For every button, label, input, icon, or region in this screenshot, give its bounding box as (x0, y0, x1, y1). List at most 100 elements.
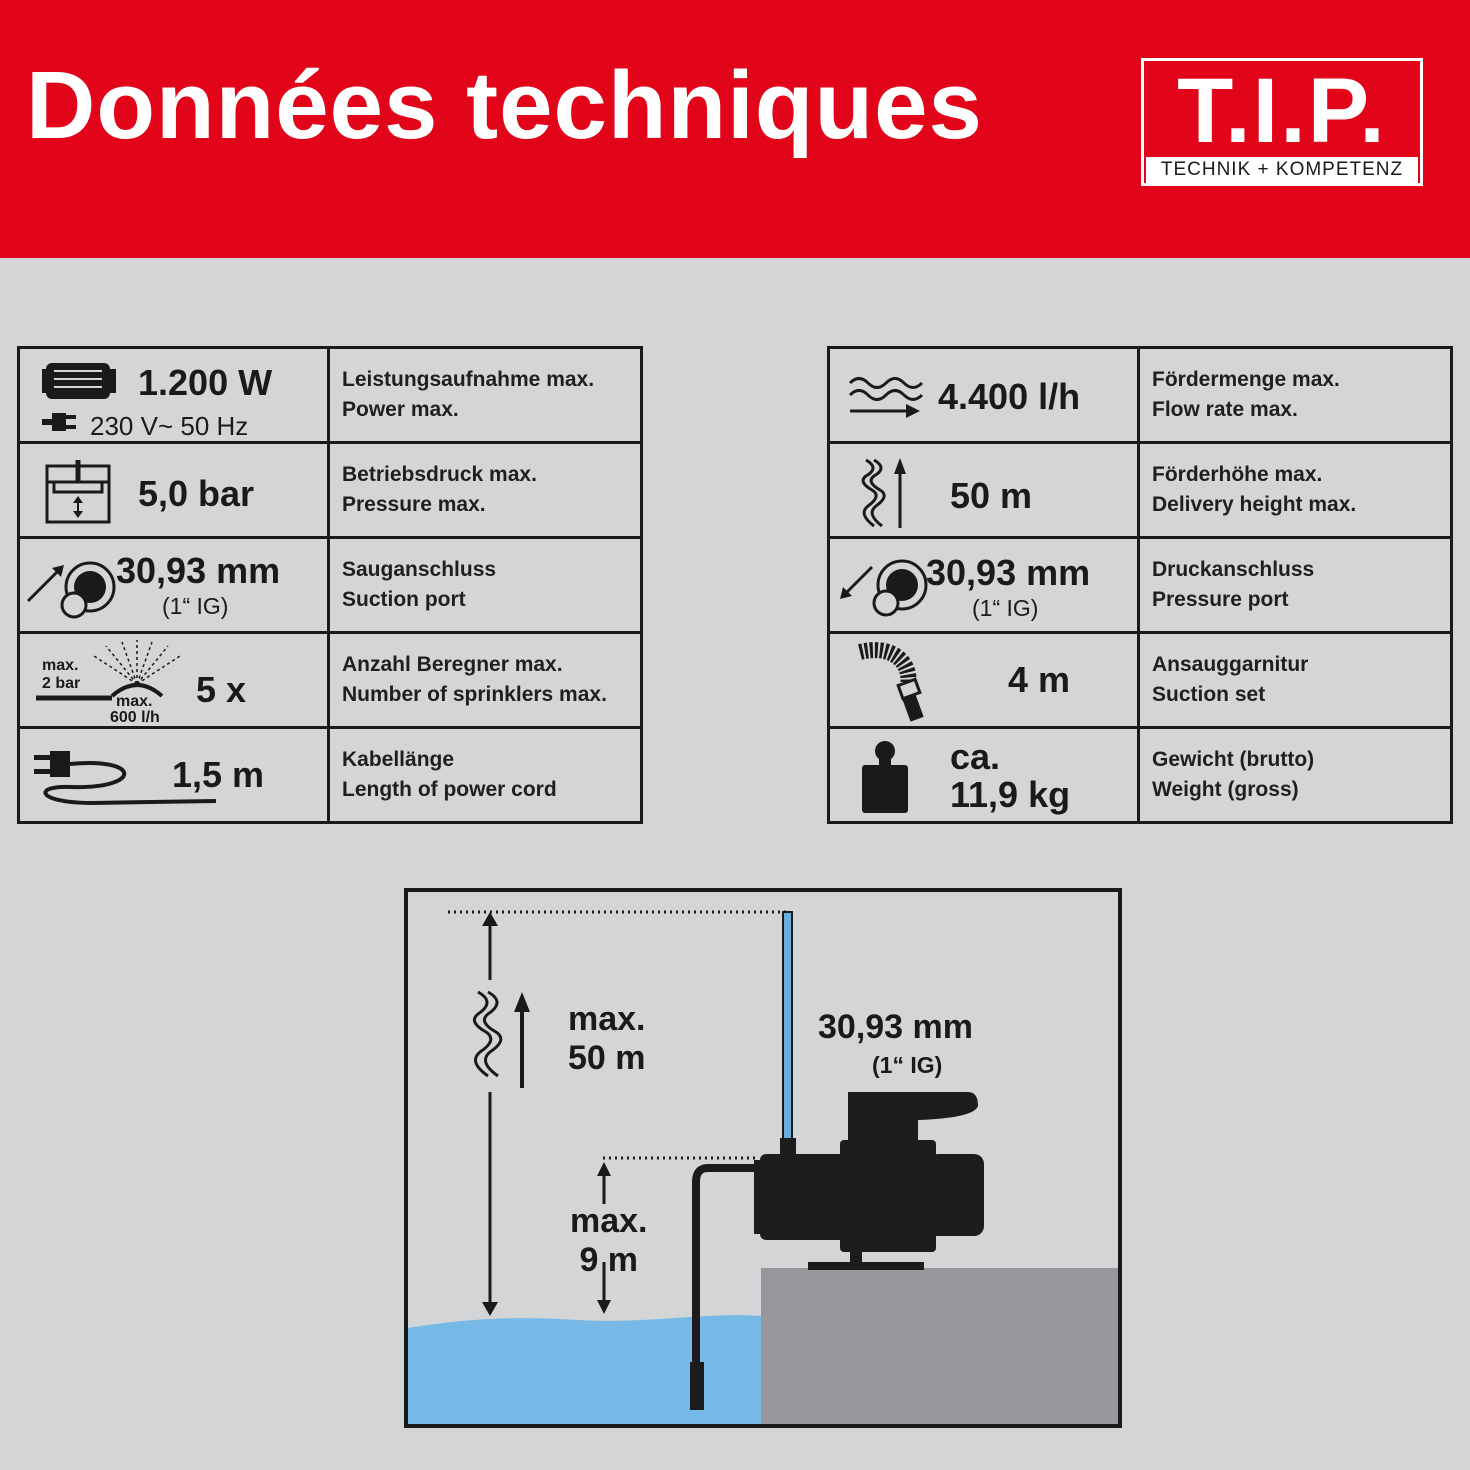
power-value: 1.200 W (138, 362, 273, 403)
label-en: Suction set (1152, 683, 1266, 706)
spec-row-suction-set: 4 m Ansauggarnitur Suction set (827, 631, 1453, 729)
label-de: Betriebsdruck max. (342, 463, 537, 486)
label-de: Leistungsaufnahme max. (342, 368, 595, 391)
suction-filter (690, 1362, 704, 1410)
label-en: Pressure port (1152, 588, 1289, 611)
pressure-port-thread: (1“ IG) (972, 595, 1039, 621)
power-cord-icon (34, 751, 217, 806)
suction-pipe (692, 1164, 756, 1392)
label-de: Sauganschluss (342, 558, 497, 581)
label-en: Number of sprinklers max. (342, 683, 607, 706)
label-en: Weight (gross) (1152, 778, 1299, 801)
spec-row-suction-port: 30,93 mm (1“ IG) Sauganschluss Suction p… (17, 536, 643, 634)
spec-label-cell: Ansauggarnitur Suction set (1137, 631, 1453, 729)
spec-value-cell: max. 2 bar max. 600 l/h 5 x (17, 631, 330, 729)
flow-rate-icon (848, 377, 924, 418)
logo-subtitle: TECHNIK + KOMPETENZ (1146, 157, 1418, 183)
spec-row-delivery-height: 50 m Förderhöhe max. Delivery height max… (827, 441, 1453, 539)
suction-set-value: 4 m (1008, 659, 1071, 700)
suction-port-thread: (1“ IG) (162, 593, 229, 619)
spec-row-weight: ca. 11,9 kg Gewicht (brutto) Weight (gro… (827, 726, 1453, 824)
delivery-height-arrow (482, 912, 498, 1316)
label-en: Delivery height max. (1152, 493, 1357, 516)
delivery-height-label: max. 50 m (568, 1000, 646, 1078)
spec-value-cell: 1,5 m (17, 726, 330, 824)
spec-label-cell: Leistungsaufnahme max. Power max. (327, 346, 643, 444)
spec-label-cell: Förderhöhe max. Delivery height max. (1137, 441, 1453, 539)
delivery-pipe (782, 911, 793, 1141)
spec-label-cell: Druckanschluss Pressure port (1137, 536, 1453, 634)
pressure-port-value: 30,93 mm (926, 552, 1091, 593)
suction-height-arrow (597, 1162, 611, 1314)
spec-label-cell: Kabellänge Length of power cord (327, 726, 643, 824)
label-de: Kabellänge (342, 748, 455, 771)
spec-value-cell: ca. 11,9 kg (827, 726, 1140, 824)
sprinkler-max-label: max. (42, 657, 79, 674)
weight-icon (862, 741, 908, 813)
label-en: Pressure max. (342, 493, 486, 516)
platform (761, 1268, 1118, 1424)
suction-height-label: max. 9 m (570, 1202, 648, 1280)
sprinkler-max2-label: max. (116, 693, 153, 710)
suction-port-value: 30,93 mm (116, 550, 281, 591)
spec-value-cell: 1.200 W 230 V~ 50 Hz (17, 346, 330, 444)
label-en: Length of power cord (342, 778, 557, 801)
spec-label-cell: Fördermenge max. Flow rate max. (1137, 346, 1453, 444)
spec-value-cell: 30,93 mm (1“ IG) (827, 536, 1140, 634)
label-de: Druckanschluss (1152, 558, 1315, 581)
spec-value-cell: 4 m (827, 631, 1140, 729)
sprinkler-icon (36, 640, 181, 701)
label-en: Suction port (342, 588, 466, 611)
motor-icon (42, 363, 116, 431)
tip-logo: T.I.P. TECHNIK + KOMPETENZ (1141, 58, 1423, 186)
header-banner: Données techniques T.I.P. TECHNIK + KOMP… (0, 0, 1470, 258)
spec-value-cell: 30,93 mm (1“ IG) (17, 536, 330, 634)
installation-drawing (408, 910, 1118, 1424)
suction-port-icon (26, 561, 116, 619)
weight-value: 11,9 kg (950, 774, 1071, 815)
spec-row-cord: 1,5 m Kabellänge Length of power cord (17, 726, 643, 824)
page-title: Données techniques (26, 52, 983, 159)
sprinklers-value: 5 x (196, 669, 247, 710)
flow-rate-value: 4.400 l/h (938, 376, 1081, 417)
spec-row-pressure: 5,0 bar Betriebsdruck max. Pressure max. (17, 441, 643, 539)
port-thread-label: (1“ IG) (872, 1052, 943, 1078)
pressure-gauge-icon (45, 460, 111, 524)
spec-row-pressure-port: 30,93 mm (1“ IG) Druckanschluss Pressure… (827, 536, 1453, 634)
label-de: Gewicht (brutto) (1152, 748, 1315, 771)
pressure-port-icon (840, 559, 928, 617)
pump-icon (754, 1092, 984, 1270)
pipe-connector (780, 1138, 796, 1158)
spec-label-cell: Gewicht (brutto) Weight (gross) (1137, 726, 1453, 824)
suction-hose-icon (858, 642, 924, 722)
label-en: Power max. (342, 398, 459, 421)
left-spec-table: 1.200 W 230 V~ 50 Hz Leistungsaufnahme m… (17, 346, 643, 824)
logo-text: T.I.P. (1177, 60, 1387, 162)
label-en: Flow rate max. (1152, 398, 1298, 421)
voltage-value: 230 V~ 50 Hz (90, 411, 249, 441)
spec-value-cell: 4.400 l/h (827, 346, 1140, 444)
right-spec-table: 4.400 l/h Fördermenge max. Flow rate max… (827, 346, 1453, 824)
water (408, 1315, 761, 1424)
spec-label-cell: Anzahl Beregner max. Number of sprinkler… (327, 631, 643, 729)
spec-row-flow-rate: 4.400 l/h Fördermenge max. Flow rate max… (827, 346, 1453, 444)
spec-label-cell: Betriebsdruck max. Pressure max. (327, 441, 643, 539)
spec-value-cell: 5,0 bar (17, 441, 330, 539)
delivery-height-icon (472, 990, 530, 1088)
installation-diagram: max. 50 m max. 9 m 30,93 mm (1“ IG) (404, 888, 1122, 1428)
label-de: Ansauggarnitur (1152, 653, 1309, 676)
sprinkler-bar-label: 2 bar (42, 675, 81, 692)
label-de: Förderhöhe max. (1152, 463, 1323, 486)
spec-label-cell: Sauganschluss Suction port (327, 536, 643, 634)
pressure-value: 5,0 bar (138, 473, 255, 514)
port-size-label: 30,93 mm (818, 1008, 973, 1046)
sprinkler-flow-label: 600 l/h (110, 709, 160, 726)
label-de: Fördermenge max. (1152, 368, 1340, 391)
delivery-height-value: 50 m (950, 475, 1033, 516)
delivery-height-icon (861, 458, 906, 528)
weight-prefix: ca. (950, 736, 1001, 777)
label-de: Anzahl Beregner max. (342, 653, 563, 676)
spec-value-cell: 50 m (827, 441, 1140, 539)
spec-row-sprinklers: max. 2 bar max. 600 l/h 5 x Anzahl Bereg… (17, 631, 643, 729)
cord-value: 1,5 m (172, 754, 265, 795)
